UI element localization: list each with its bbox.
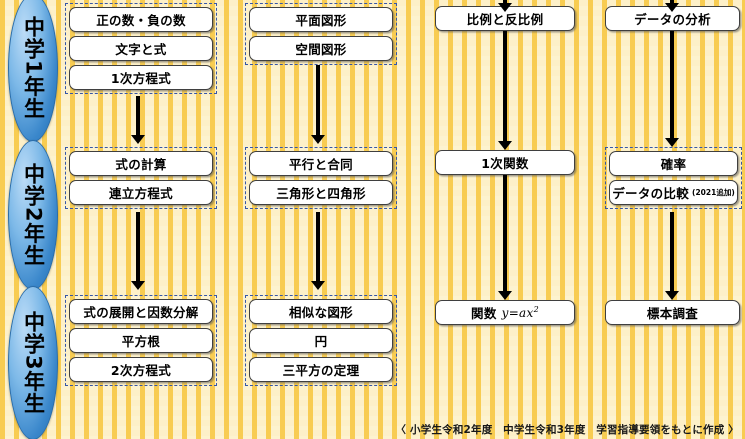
- grade-label-3: 中学3年生: [8, 286, 58, 439]
- group-data-grade3: 標本調査: [605, 300, 740, 325]
- topic-label: 連立方程式: [108, 186, 173, 201]
- topic-label: 関数: [471, 306, 497, 321]
- grade-label-2: 中学2年生: [8, 140, 58, 290]
- topic-box[interactable]: 三角形と四角形: [249, 180, 393, 205]
- topic-box[interactable]: 連立方程式: [69, 180, 213, 205]
- flow-arrow-down-icon: [131, 212, 145, 290]
- topic-label: 2次方程式: [110, 363, 172, 378]
- topic-box[interactable]: データの比較 (2021追加): [609, 180, 738, 205]
- topic-label: 相似な図形: [288, 305, 353, 320]
- topic-box[interactable]: 標本調査: [605, 300, 740, 325]
- grade-label-1-text: 中学1年生: [21, 16, 46, 120]
- flow-arrow-down-icon: [498, 175, 512, 300]
- topic-box[interactable]: 1次関数: [435, 150, 575, 175]
- topic-label: 平面図形: [295, 13, 347, 28]
- topic-box[interactable]: 式の展開と因数分解: [69, 299, 213, 324]
- topic-label: データの分析: [634, 12, 711, 27]
- topic-label: 平行と合同: [288, 157, 353, 172]
- grade-label-1: 中学1年生: [8, 0, 58, 142]
- topic-note: (2021追加): [692, 188, 735, 197]
- topic-box[interactable]: 円: [249, 328, 393, 353]
- flow-arrow-down-icon: [665, 212, 679, 300]
- topic-box[interactable]: 正の数・負の数: [69, 7, 213, 32]
- group-data-grade2: 確率 データの比較 (2021追加): [605, 147, 742, 209]
- topic-formula: y=ax2: [501, 305, 539, 320]
- topic-label: 平方根: [121, 334, 161, 349]
- topic-box[interactable]: 2次方程式: [69, 357, 213, 382]
- flow-arrow-down-icon: [665, 0, 679, 12]
- topic-box[interactable]: 1次方程式: [69, 65, 213, 90]
- group-functions-grade3: 関数 y=ax2: [435, 300, 575, 325]
- group-numbers-grade1: 正の数・負の数 文字と式 1次方程式: [65, 3, 217, 94]
- flow-arrow-down-icon: [311, 212, 325, 290]
- source-caption: 〈 小学生令和2年度 中学生令和3年度 学習指導要領をもとに作成 〉: [395, 424, 739, 436]
- topic-label: 正の数・負の数: [96, 13, 186, 28]
- topic-box[interactable]: 平方根: [69, 328, 213, 353]
- flow-arrow-down-icon: [131, 96, 145, 144]
- group-data-grade1: データの分析: [605, 6, 740, 31]
- topic-label: 式の計算: [115, 157, 167, 172]
- topic-box[interactable]: 三平方の定理: [249, 357, 393, 382]
- topic-box[interactable]: 文字と式: [69, 36, 213, 61]
- topic-box[interactable]: 確率: [609, 151, 738, 176]
- topic-label: 文字と式: [115, 42, 167, 57]
- topic-label: 三平方の定理: [282, 363, 360, 378]
- topic-label: 円: [314, 334, 328, 349]
- topic-label: 式の展開と因数分解: [83, 305, 199, 320]
- topic-box[interactable]: 相似な図形: [249, 299, 393, 324]
- grade-label-2-text: 中学2年生: [21, 163, 46, 267]
- group-geometry-grade1: 平面図形 空間図形: [245, 3, 397, 65]
- grade-label-3-text: 中学3年生: [21, 311, 46, 415]
- group-numbers-grade2: 式の計算 連立方程式: [65, 147, 217, 209]
- topic-label: 空間図形: [295, 42, 347, 57]
- topic-label: 三角形と四角形: [276, 186, 366, 201]
- topic-label: 標本調査: [646, 306, 699, 321]
- topic-box[interactable]: 平行と合同: [249, 151, 393, 176]
- topic-box[interactable]: 式の計算: [69, 151, 213, 176]
- flow-arrow-down-icon: [311, 65, 325, 144]
- group-geometry-grade2: 平行と合同 三角形と四角形: [245, 147, 397, 209]
- flow-arrow-down-icon: [665, 31, 679, 147]
- topic-box[interactable]: データの分析: [605, 6, 740, 31]
- flow-arrow-down-icon: [498, 31, 512, 150]
- topic-label: データの比較: [612, 186, 690, 201]
- topic-box[interactable]: 空間図形: [249, 36, 393, 61]
- topic-label: 1次方程式: [110, 71, 172, 86]
- flow-arrow-down-icon: [498, 0, 512, 12]
- topic-box[interactable]: 関数 y=ax2: [435, 300, 575, 325]
- topic-label: 確率: [660, 157, 687, 172]
- topic-label: 比例と反比例: [466, 12, 544, 27]
- group-geometry-grade3: 相似な図形 円 三平方の定理: [245, 295, 397, 386]
- group-functions-grade2: 1次関数: [435, 150, 575, 175]
- topic-box[interactable]: 平面図形: [249, 7, 393, 32]
- topic-label: 1次関数: [481, 156, 529, 171]
- group-numbers-grade3: 式の展開と因数分解 平方根 2次方程式: [65, 295, 217, 386]
